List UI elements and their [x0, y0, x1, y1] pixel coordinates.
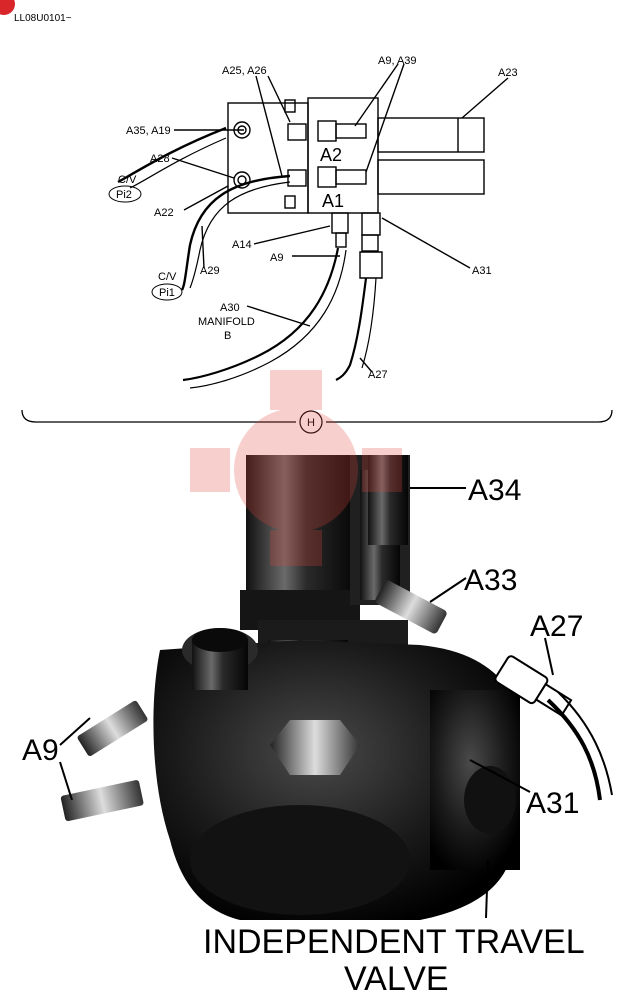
label-a23: A23	[498, 67, 518, 79]
valve-photo	[59, 455, 613, 920]
label-a9-top: A9	[270, 252, 283, 264]
label-a29: A29	[200, 265, 220, 277]
label-a35-a19: A35, A19	[126, 125, 171, 137]
section-marker-h: H	[307, 417, 315, 429]
label-a30: A30	[220, 302, 240, 314]
label-pi2: Pi2	[116, 189, 132, 201]
top-line-diagram	[21, 63, 613, 434]
label-manifold: MANIFOLD	[198, 316, 255, 328]
label-a27-top: A27	[368, 369, 388, 381]
label-a1: A1	[322, 191, 344, 211]
label-pi1: Pi1	[159, 287, 175, 299]
caption-line-2: VALVE	[344, 960, 449, 998]
watermark-logo	[190, 370, 402, 566]
label-a33: A33	[464, 564, 517, 597]
label-a9-a39: A9, A39	[378, 55, 417, 67]
label-a14: A14	[232, 239, 252, 251]
document-code: LL08U0101~	[14, 13, 72, 24]
label-a22: A22	[154, 207, 174, 219]
label-a9-photo: A9	[22, 734, 59, 767]
label-cv-top: C/V	[118, 174, 137, 186]
label-a25-a26: A25, A26	[222, 65, 267, 77]
label-cv-bottom: C/V	[158, 271, 177, 283]
caption-line-1: INDEPENDENT TRAVEL	[203, 923, 585, 961]
label-a28: A28	[150, 153, 170, 165]
label-a31-top: A31	[472, 265, 492, 277]
pi1-oval	[151, 283, 183, 301]
label-manifold-b: B	[224, 330, 231, 342]
page-corner-badge	[0, 0, 15, 15]
label-a34: A34	[468, 474, 521, 507]
label-a27-photo: A27	[530, 610, 583, 643]
pi2-oval	[108, 185, 142, 203]
label-a2: A2	[320, 145, 342, 165]
label-a31-photo: A31	[526, 787, 579, 820]
